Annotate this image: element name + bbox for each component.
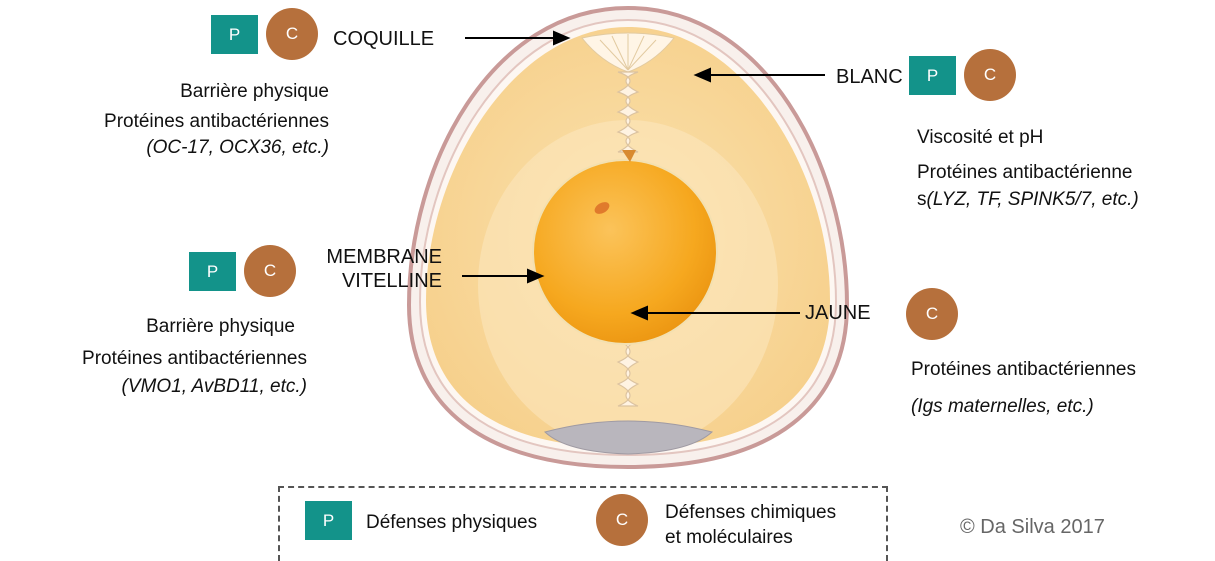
legend-physical-badge: P bbox=[305, 501, 352, 540]
badge-letter: P bbox=[927, 66, 938, 86]
yolk-line1: Protéines antibactériennes bbox=[911, 359, 1136, 381]
membrane-label-line2: VITELLINE bbox=[342, 270, 442, 292]
badge-letter: C bbox=[926, 304, 938, 324]
white-physical-badge: P bbox=[909, 56, 956, 95]
white-line1: Viscosité et pH bbox=[917, 127, 1043, 149]
shell-label: COQUILLE bbox=[333, 28, 434, 50]
white-chemical-badge: C bbox=[964, 49, 1016, 101]
badge-letter: C bbox=[286, 24, 298, 44]
shell-chemical-badge: C bbox=[266, 8, 318, 60]
yolk bbox=[533, 160, 717, 344]
badge-letter: C bbox=[984, 65, 996, 85]
shell-line1: Barrière physique bbox=[180, 81, 329, 103]
badge-letter: P bbox=[323, 511, 334, 531]
white-label: BLANC bbox=[836, 66, 903, 88]
membrane-line3: (VMO1, AvBD11, etc.) bbox=[122, 376, 307, 398]
yolk-label: JAUNE bbox=[805, 302, 871, 324]
membrane-line2: Protéines antibactériennes bbox=[82, 348, 307, 370]
shell-physical-badge: P bbox=[211, 15, 258, 54]
white-line2: Protéines antibactérienne bbox=[917, 162, 1132, 184]
badge-letter: P bbox=[229, 25, 240, 45]
membrane-chemical-badge: C bbox=[244, 245, 296, 297]
white-line3-prefix: s bbox=[917, 189, 927, 210]
white-line3-italic: (LYZ, TF, SPINK5/7, etc.) bbox=[927, 189, 1139, 210]
membrane-physical-badge: P bbox=[189, 252, 236, 291]
yolk-line2: (Igs maternelles, etc.) bbox=[911, 396, 1094, 418]
copyright-text: © Da Silva 2017 bbox=[960, 516, 1105, 538]
shell-line3: (OC-17, OCX36, etc.) bbox=[146, 137, 329, 159]
membrane-line1: Barrière physique bbox=[146, 316, 295, 338]
legend-chemical-label-line2: et moléculaires bbox=[665, 527, 793, 549]
white-line3: s(LYZ, TF, SPINK5/7, etc.) bbox=[917, 189, 1139, 211]
badge-letter: C bbox=[616, 510, 628, 530]
legend-physical-label: Défenses physiques bbox=[366, 512, 537, 534]
yolk-chemical-badge: C bbox=[906, 288, 958, 340]
legend-chemical-badge: C bbox=[596, 494, 648, 546]
membrane-label-line1: MEMBRANE bbox=[326, 246, 442, 268]
badge-letter: C bbox=[264, 261, 276, 281]
badge-letter: P bbox=[207, 262, 218, 282]
legend-chemical-label-line1: Défenses chimiques bbox=[665, 502, 836, 524]
shell-line2: Protéines antibactériennes bbox=[104, 111, 329, 133]
